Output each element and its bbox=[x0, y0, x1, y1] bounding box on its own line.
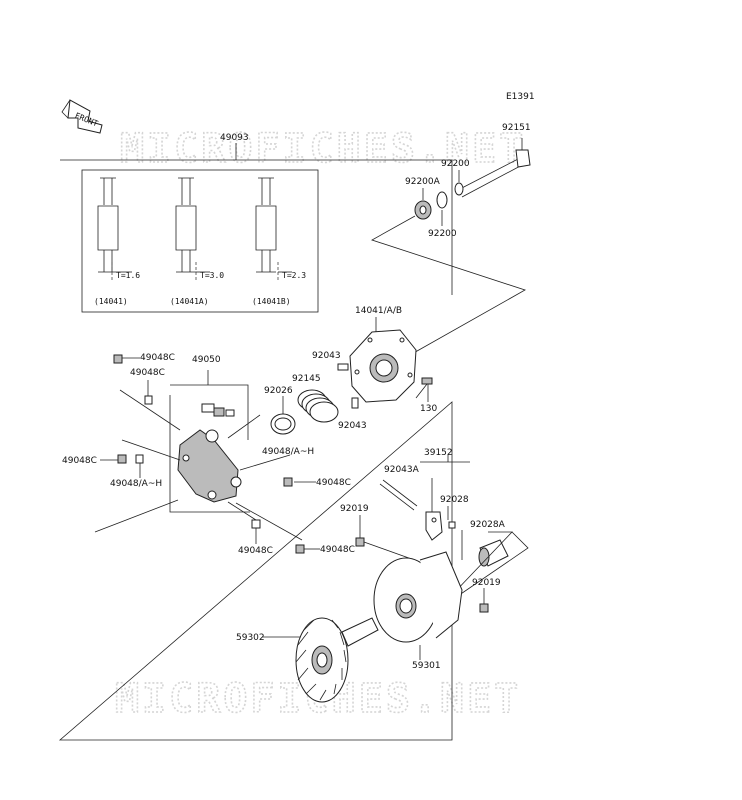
nut-92019-2 bbox=[479, 603, 489, 613]
weight-92028 bbox=[425, 511, 443, 541]
pin-92043a bbox=[379, 479, 418, 511]
movable-sheave-assembly bbox=[177, 429, 242, 503]
watermark-top: MICROFICHES.NET bbox=[120, 126, 526, 172]
label-130: 130 bbox=[420, 404, 437, 414]
pin-49048c-2 bbox=[144, 395, 153, 405]
label-92028a: 92028A bbox=[470, 520, 506, 530]
pin-92043-lower bbox=[351, 397, 359, 409]
label-49093: 49093 bbox=[220, 133, 249, 143]
washer-92200-top bbox=[454, 182, 464, 196]
label-92200-bottom: 92200 bbox=[428, 229, 457, 239]
label-49048c-3: 49048C bbox=[62, 456, 97, 466]
roller-49050 bbox=[201, 403, 235, 417]
pin-49048ah-2 bbox=[135, 454, 144, 464]
nut-49048c-4 bbox=[283, 477, 293, 487]
label-92026: 92026 bbox=[264, 386, 293, 396]
nut-49048c-3 bbox=[117, 454, 127, 464]
bushing-92028a bbox=[478, 539, 509, 567]
label-49048c-2: 49048C bbox=[130, 368, 165, 378]
nut-49048c-1 bbox=[113, 354, 123, 364]
label-59301: 59301 bbox=[412, 661, 441, 671]
inset-part-1: (14041) bbox=[94, 297, 128, 306]
label-49048ah-2: 49048/A~H bbox=[110, 479, 162, 489]
label-92043a: 92043A bbox=[384, 465, 420, 475]
label-49048c-6: 49048C bbox=[320, 545, 355, 555]
spring-92145 bbox=[297, 389, 339, 423]
label-92043-lower: 92043 bbox=[338, 421, 367, 431]
inset-thickness-3: T=2.3 bbox=[282, 271, 306, 280]
inset-shim-3 bbox=[255, 177, 292, 282]
diagram-code: E1391 bbox=[506, 92, 535, 102]
fixed-sheave-59301 bbox=[373, 551, 463, 643]
leader-lines-sheave bbox=[94, 389, 303, 541]
label-49048ah-1: 49048/A~H bbox=[262, 447, 314, 457]
inset-part-3: (14041B) bbox=[252, 297, 291, 306]
bolt-130 bbox=[415, 377, 433, 399]
inset-thickness-1: T=1.6 bbox=[116, 271, 140, 280]
inset-thickness-2: T=3.0 bbox=[200, 271, 224, 280]
ring-92026 bbox=[270, 413, 296, 435]
leader-bolt-to-plate bbox=[371, 215, 526, 356]
nut-92200a bbox=[414, 200, 432, 220]
inset-box bbox=[81, 169, 319, 313]
inset-part-2: (14041A) bbox=[170, 297, 209, 306]
label-92043-upper: 92043 bbox=[312, 351, 341, 361]
label-49048c-1: 49048C bbox=[140, 353, 175, 363]
bolt-92151 bbox=[457, 138, 531, 198]
label-14041ab: 14041/A/B bbox=[355, 306, 402, 316]
spider-plate-14041 bbox=[349, 329, 417, 403]
label-92019-1: 92019 bbox=[340, 504, 369, 514]
label-92019-2: 92019 bbox=[472, 578, 501, 588]
inset-shim-1 bbox=[97, 177, 132, 282]
label-92145: 92145 bbox=[292, 374, 321, 384]
pin-92028 bbox=[448, 521, 456, 529]
shaft-fan-59302 bbox=[295, 617, 379, 703]
label-49048c-4: 49048C bbox=[316, 478, 351, 488]
inset-shim-2 bbox=[175, 177, 210, 282]
front-arrow-icon bbox=[61, 99, 103, 134]
assembly-outline bbox=[58, 159, 453, 741]
pin-92043-upper bbox=[337, 363, 349, 371]
label-92200a: 92200A bbox=[405, 177, 441, 187]
label-92151: 92151 bbox=[502, 123, 531, 133]
label-49048c-5: 49048C bbox=[238, 546, 273, 556]
label-92028: 92028 bbox=[440, 495, 469, 505]
label-59302: 59302 bbox=[236, 633, 265, 643]
nut-92019-1 bbox=[355, 537, 365, 547]
label-49050: 49050 bbox=[192, 355, 221, 365]
pin-49048c-5 bbox=[251, 519, 261, 529]
label-92200-top: 92200 bbox=[441, 159, 470, 169]
nut-49048c-6 bbox=[295, 544, 305, 554]
label-39152: 39152 bbox=[424, 448, 453, 458]
washer-92200-bottom bbox=[436, 191, 448, 209]
